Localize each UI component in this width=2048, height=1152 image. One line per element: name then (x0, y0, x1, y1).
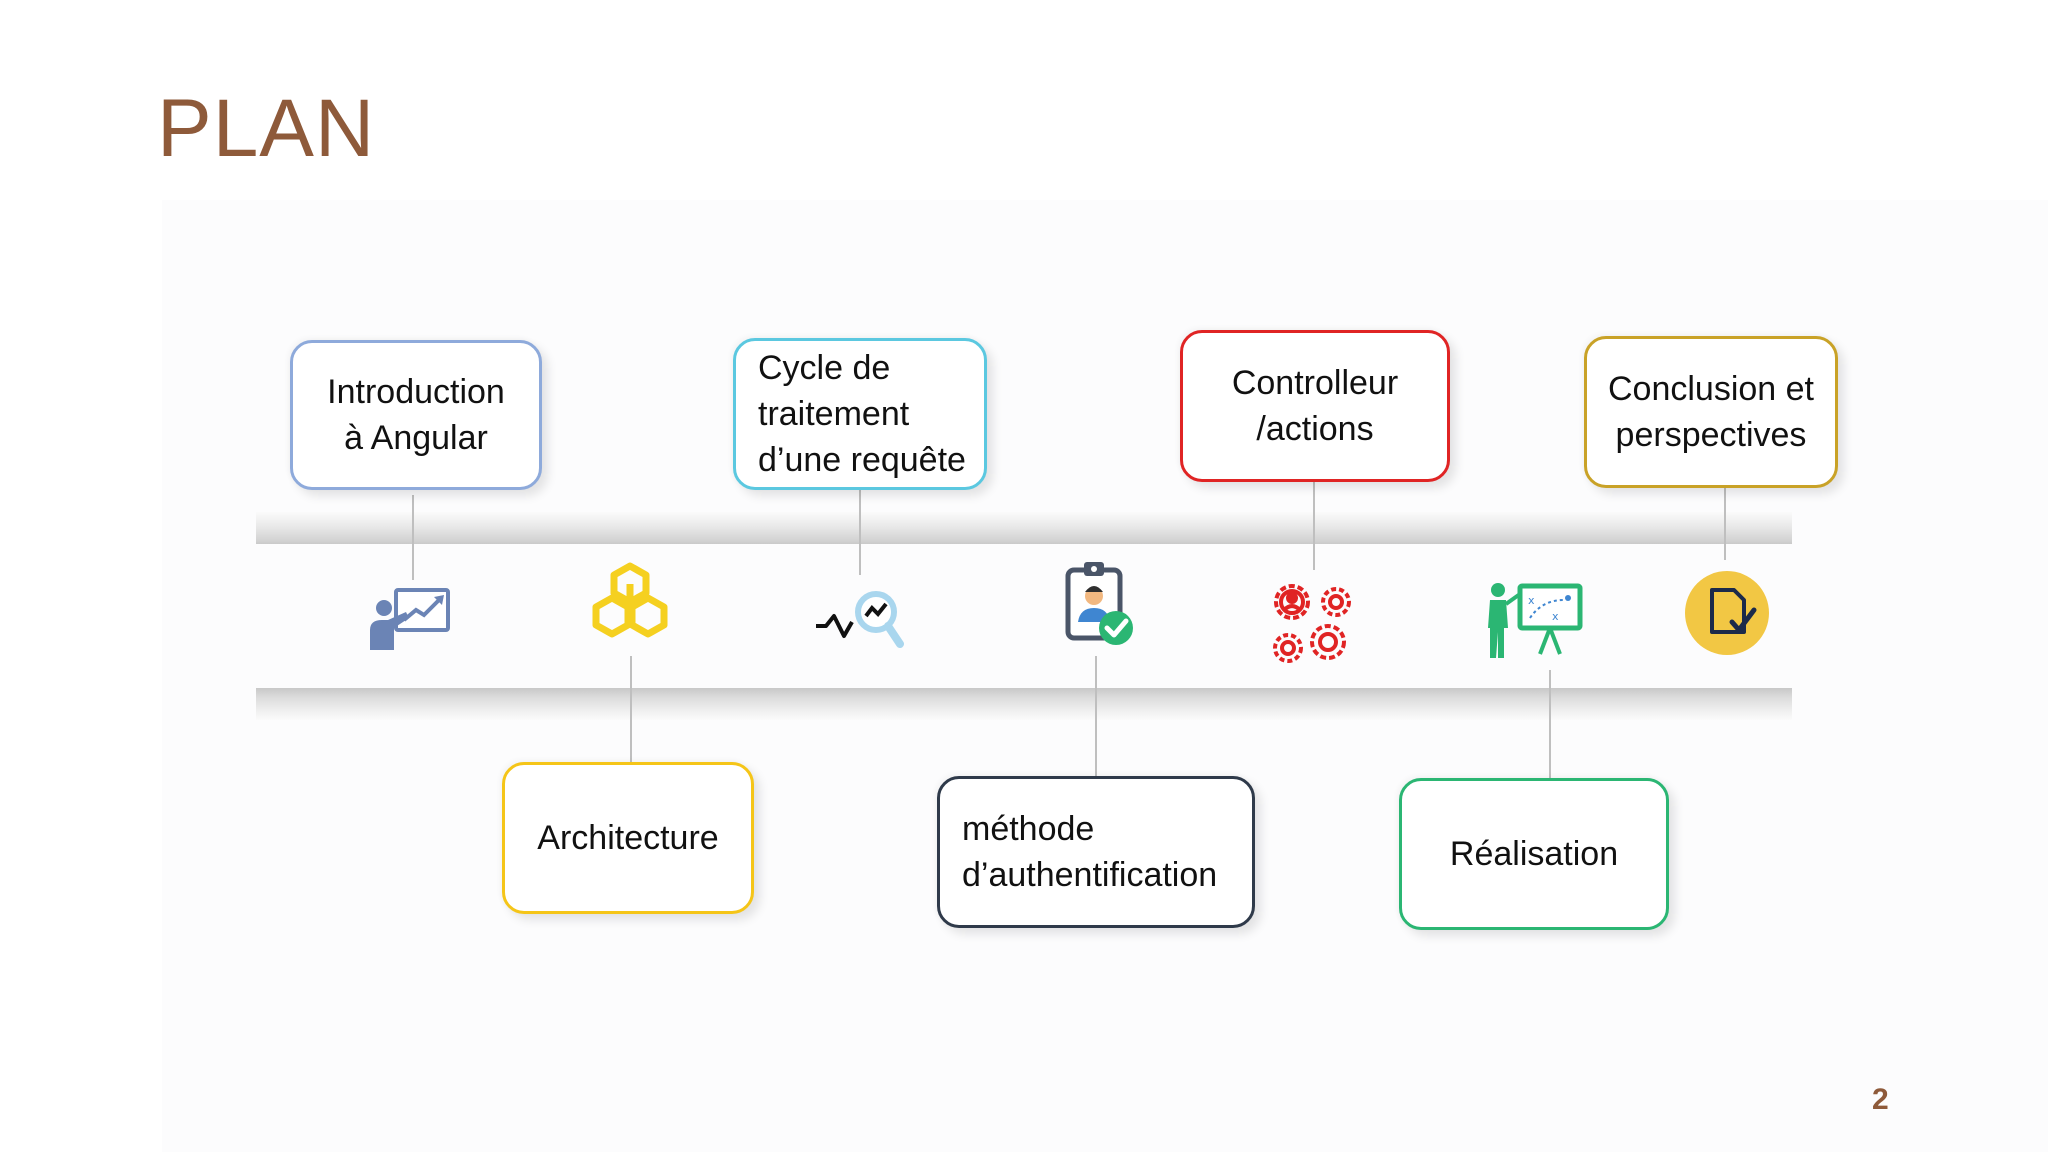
topic-box-realisation[interactable]: Réalisation (1399, 778, 1669, 930)
topic-label-controlleur: Controlleur /actions (1231, 364, 1399, 448)
topic-box-cycle[interactable]: Cycle de traitement d’une requête (733, 338, 987, 490)
topic-label-architecture: Architecture (537, 819, 719, 857)
connector-realisation (1549, 670, 1551, 778)
topic-label-realisation: Réalisation (1449, 835, 1619, 873)
pulse-search-icon (816, 591, 904, 648)
topic-box-authentification[interactable]: méthode d’authentification (937, 776, 1255, 928)
topic-label-introduction: Introduction à Angular (327, 373, 505, 457)
presentation-chart-icon (370, 588, 450, 650)
page-number: 2 (1872, 1083, 1889, 1116)
connector-introduction (412, 495, 414, 580)
cubes-icon (592, 562, 668, 638)
timeline-band-bottom (256, 688, 1792, 720)
id-badge-check-icon (1065, 562, 1133, 645)
topic-box-architecture[interactable]: Architecture (502, 762, 754, 914)
topic-label-cycle: Cycle de traitement d’une requête (758, 349, 966, 479)
topic-box-introduction[interactable]: Introduction à Angular (290, 340, 542, 490)
slide-title: PLAN (157, 83, 376, 174)
svg-text:x: x (1528, 594, 1535, 607)
connector-controlleur (1313, 482, 1315, 570)
strategy-board-icon: x x (1488, 583, 1583, 658)
gears-user-icon (1273, 584, 1351, 663)
topic-box-conclusion[interactable]: Conclusion et perspectives (1584, 336, 1838, 488)
connector-architecture (630, 656, 632, 762)
topic-label-conclusion: Conclusion et perspectives (1607, 370, 1814, 454)
topic-label-authentification: méthode d’authentification (962, 810, 1218, 894)
connector-cycle (859, 490, 861, 575)
connector-conclusion (1724, 488, 1726, 560)
topic-box-controlleur[interactable]: Controlleur /actions (1180, 330, 1450, 482)
document-check-icon (1685, 571, 1769, 655)
svg-text:x: x (1552, 610, 1559, 623)
connector-authentification (1095, 656, 1097, 776)
timeline-band-top (256, 512, 1792, 544)
